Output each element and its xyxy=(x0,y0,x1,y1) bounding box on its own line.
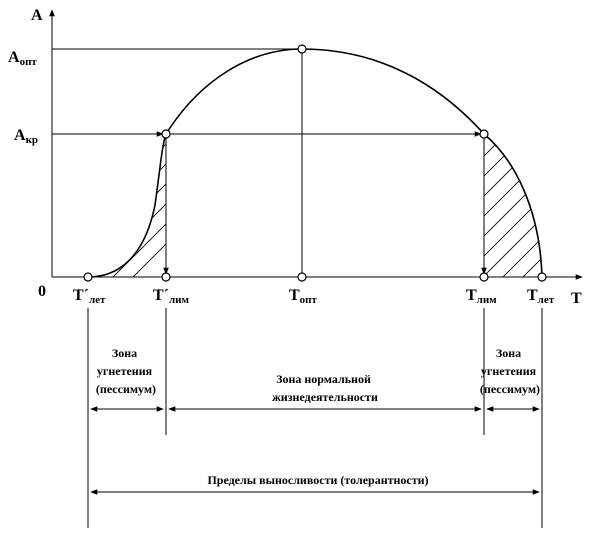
tolerance-label: Пределы выносливости (толерантности) xyxy=(207,473,428,487)
y-axis-label: A xyxy=(31,7,43,24)
x-axis-label: T xyxy=(571,290,582,307)
marker-t-lim-left xyxy=(161,272,171,282)
left-pessimum-hatch xyxy=(89,134,166,277)
origin-label: 0 xyxy=(38,283,46,300)
marker-t-let-left xyxy=(83,272,93,282)
right-pessimum-hatch xyxy=(484,134,542,277)
t-lim-right-label: Tлим xyxy=(466,287,497,306)
t-opt-label: Tопт xyxy=(289,287,318,306)
marker-a-opt xyxy=(297,44,307,54)
a-opt-label: Aопт xyxy=(8,49,37,68)
left-pessimum-label: Зона угнетения (пессимум) xyxy=(96,346,156,396)
t-let-left-label: T´лет xyxy=(73,287,106,306)
t-let-right-label: Tлет xyxy=(527,287,555,306)
response-curve xyxy=(87,48,543,278)
marker-t-lim-right xyxy=(479,272,489,282)
t-lim-left-label: T´лим xyxy=(153,287,190,306)
marker-t-opt xyxy=(297,272,307,282)
a-kr-label: Aкр xyxy=(14,127,38,146)
right-pessimum-label: Зона угнетения (пессимум) xyxy=(480,346,540,396)
marker-left-kr xyxy=(161,129,171,139)
normal-zone-label: Зона нормальной жизнедеятельности xyxy=(272,372,378,404)
marker-t-let-right xyxy=(537,272,547,282)
marker-right-kr xyxy=(479,129,489,139)
